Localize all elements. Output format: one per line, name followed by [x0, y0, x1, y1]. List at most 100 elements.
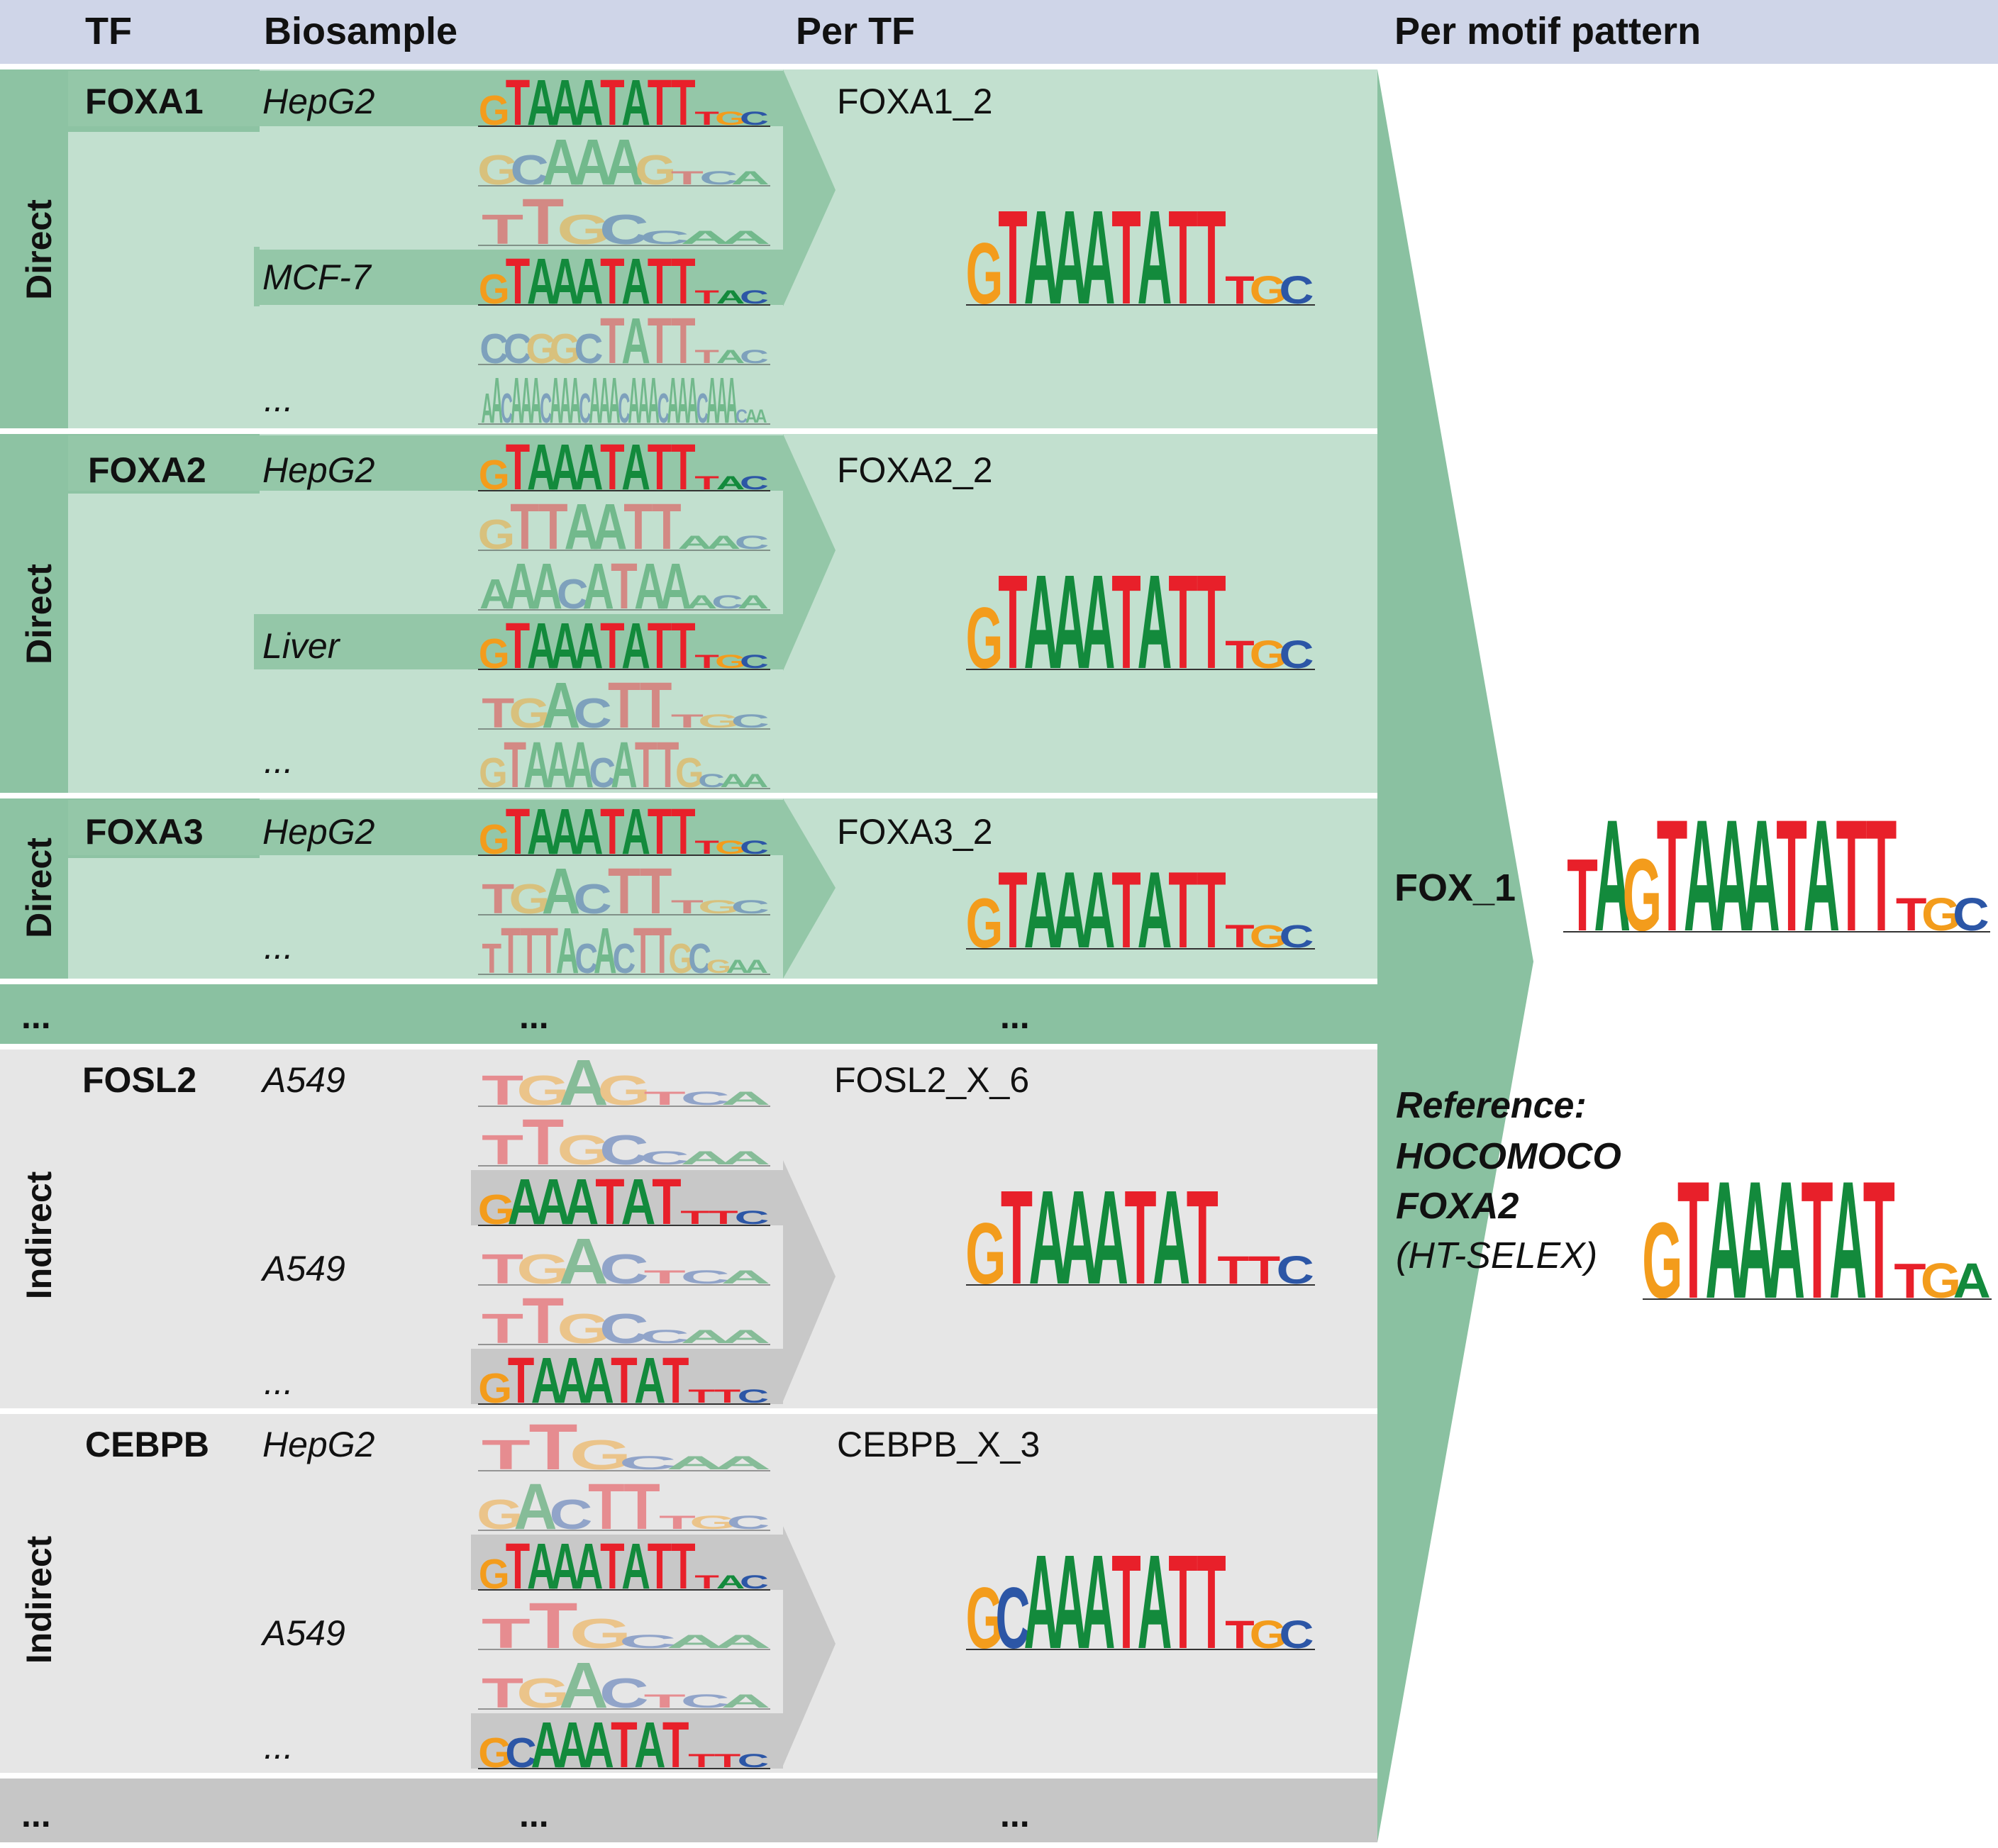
nucleotide-letter: T	[482, 1610, 531, 1658]
nucleotide-letter: A	[527, 1530, 556, 1603]
nucleotide-letter: T	[508, 1344, 535, 1417]
nucleotide-letter: A	[570, 364, 582, 438]
nucleotide-letter: T	[1197, 850, 1226, 972]
nucleotide-letter: A	[1053, 184, 1087, 333]
nucleotide-letter: A	[550, 67, 579, 139]
nucleotide-letter: A	[575, 796, 604, 868]
nucleotide-letter: T	[510, 491, 539, 564]
nucleotide-letter: C	[735, 1206, 770, 1228]
nucleotide-letter: A	[755, 406, 767, 427]
nucleotide-letter: A	[1028, 1163, 1066, 1313]
nucleotide-letter: A	[621, 1530, 650, 1603]
nucleotide-letter: G	[570, 1432, 632, 1479]
nucleotide-letter: C	[589, 749, 616, 796]
nucleotide-letter: A	[542, 855, 580, 928]
nucleotide-letter: C	[699, 167, 738, 189]
selected-motif-band	[471, 1713, 783, 1769]
nucleotide-letter: T	[482, 1432, 531, 1479]
nucleotide-letter: A	[660, 550, 691, 623]
nucleotide-letter: G	[557, 206, 610, 254]
nucleotide-letter: G	[479, 87, 510, 135]
nucleotide-letter: G	[479, 749, 508, 796]
nucleotide-letter: C	[613, 935, 636, 982]
nucleotide-letter: T	[529, 1410, 578, 1484]
ellipsis: ...	[21, 996, 51, 1036]
nucleotide-letter: A	[527, 245, 556, 318]
nucleotide-letter: A	[721, 1088, 770, 1109]
nucleotide-letter: C	[573, 690, 611, 737]
nucleotide-letter: T	[522, 185, 564, 258]
nucleotide-letter: G	[479, 816, 510, 864]
nucleotide-letter: T	[506, 67, 530, 139]
nucleotide-letter: G	[668, 935, 693, 982]
nucleotide-letter: T	[648, 610, 672, 682]
nucleotide-letter: T	[1001, 1163, 1033, 1313]
nucleotide-letter: A	[726, 955, 750, 977]
biosample-label: Liver	[262, 626, 341, 666]
nucleotide-letter: T	[648, 431, 672, 503]
selected-motif-band	[254, 614, 783, 669]
nucleotide-letter: T	[608, 669, 640, 742]
nucleotide-letter: C	[549, 1491, 592, 1538]
nucleotide-letter: G	[479, 630, 510, 678]
nucleotide-letter: T	[671, 245, 695, 318]
nucleotide-letter: C	[640, 227, 689, 248]
biosample-label: A549	[260, 1249, 345, 1288]
nucleotide-letter: G	[477, 147, 519, 194]
nucleotide-letter: T	[600, 431, 624, 503]
nucleotide-letter: A	[621, 431, 650, 503]
nucleotide-letter: C	[479, 325, 509, 373]
header-biosample: Biosample	[264, 10, 457, 52]
nucleotide-letter: C	[1280, 633, 1314, 677]
nucleotide-letter: A	[582, 1344, 614, 1417]
ellipsis: ...	[21, 1795, 51, 1835]
nucleotide-letter: T	[600, 1530, 624, 1603]
nucleotide-letter: A	[545, 728, 572, 801]
nucleotide-letter: A	[560, 364, 572, 438]
nucleotide-letter: A	[1767, 1147, 1805, 1334]
selected-motif-band	[254, 250, 783, 305]
nucleotide-letter: T	[611, 1344, 638, 1417]
nucleotide-letter: C	[657, 384, 670, 432]
nucleotide-letter: A	[1138, 850, 1172, 972]
nucleotide-letter: A	[721, 227, 770, 248]
per-tf-motif-name: FOXA1_2	[837, 82, 993, 121]
nucleotide-letter: T	[600, 67, 624, 139]
nucleotide-letter: T	[1111, 1528, 1140, 1677]
nucleotide-letter: A	[550, 1530, 579, 1603]
nucleotide-letter: T	[482, 690, 514, 737]
nucleotide-letter: T	[1124, 1163, 1156, 1313]
nucleotide-letter: C	[599, 1306, 649, 1353]
nucleotide-letter: T	[1168, 850, 1197, 972]
nucleotide-letter: A	[1024, 1528, 1059, 1677]
nucleotide-letter: A	[666, 1452, 724, 1474]
nucleotide-letter: T	[1197, 548, 1226, 697]
nucleotide-letter: C	[573, 876, 611, 923]
nucleotide-letter: T	[1187, 1163, 1219, 1313]
nucleotide-letter: A	[593, 491, 628, 564]
nucleotide-letter: A	[550, 364, 562, 438]
ellipsis: ...	[519, 1795, 549, 1835]
nucleotide-letter: A	[1053, 1528, 1087, 1677]
nucleotide-letter: C	[501, 384, 513, 432]
nucleotide-letter: A	[567, 728, 594, 801]
nucleotide-letter: T	[506, 431, 530, 503]
nucleotide-letter: T	[1168, 1528, 1197, 1677]
nucleotide-letter: G	[570, 1610, 632, 1658]
category-label: Direct	[19, 837, 59, 938]
nucleotide-letter: A	[726, 364, 738, 438]
nucleotide-letter: T	[1197, 184, 1226, 333]
nucleotide-letter: C	[599, 1670, 649, 1718]
nucleotide-letter: T	[644, 1088, 686, 1109]
nucleotide-letter: A	[667, 364, 679, 438]
nucleotide-letter: T	[623, 491, 653, 564]
